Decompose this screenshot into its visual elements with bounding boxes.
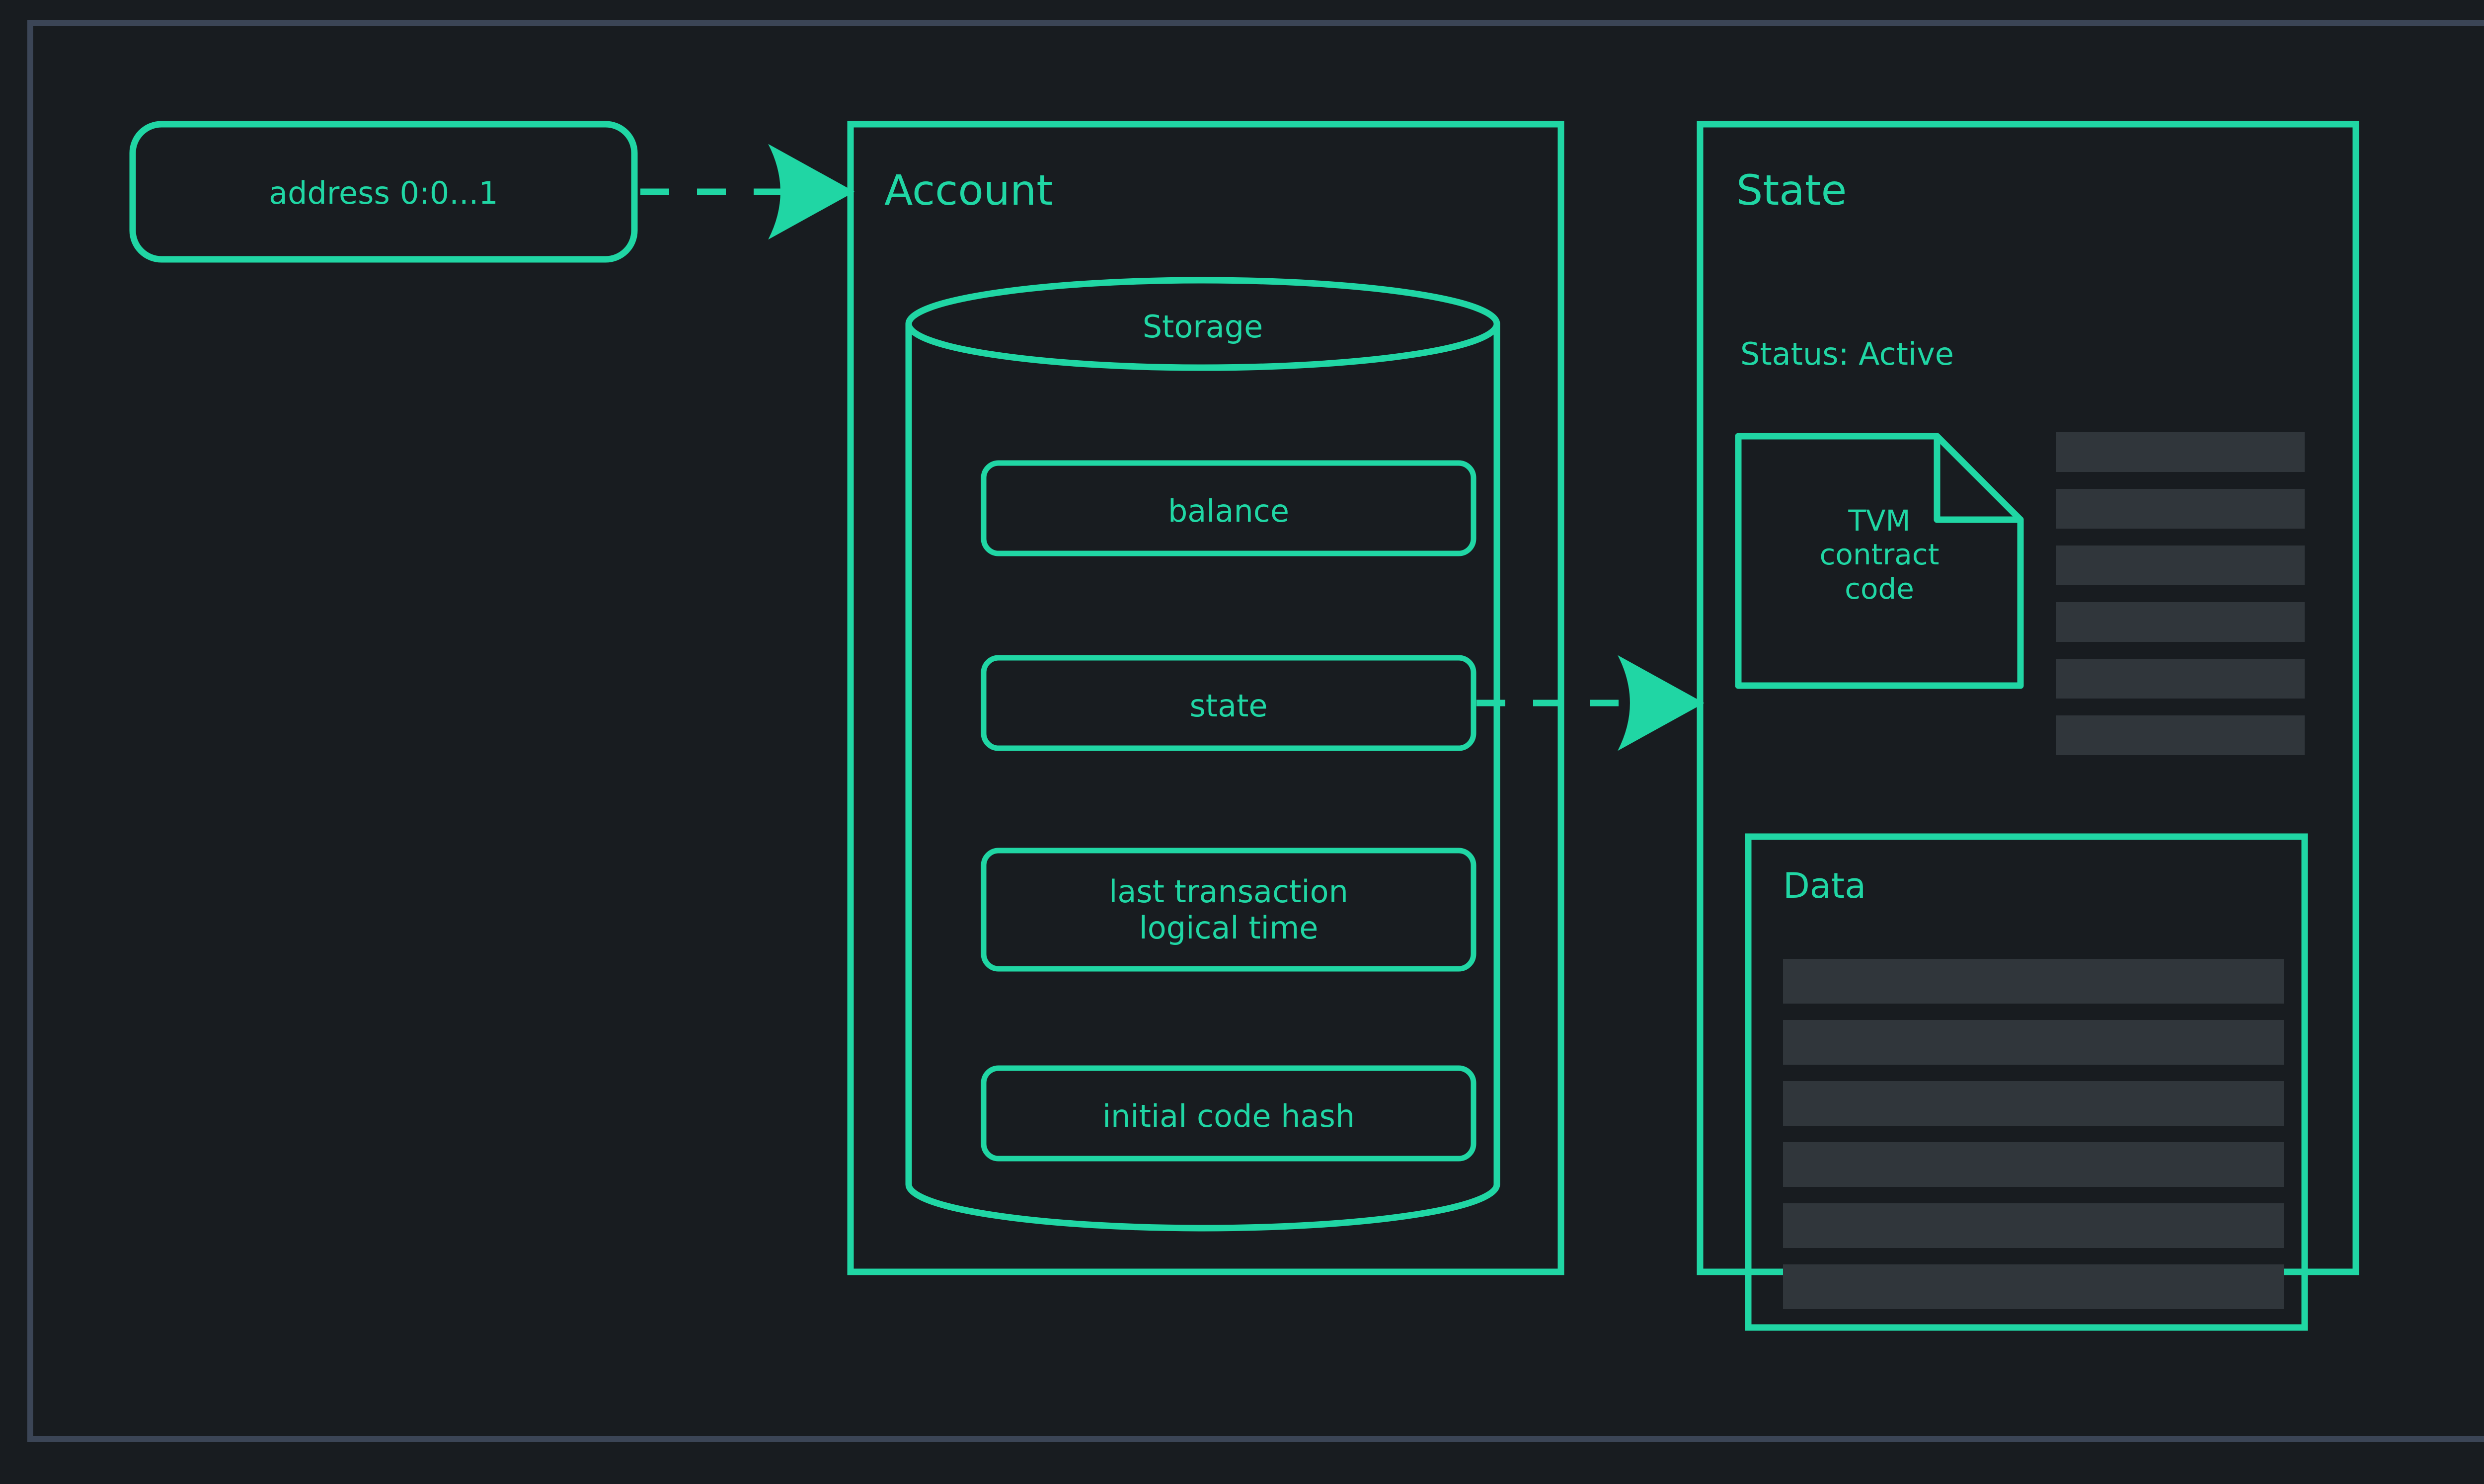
data-bar: [1783, 959, 2284, 1004]
storage-cylinder-label: Storage: [1142, 309, 1263, 345]
code-placeholder-bars: [2056, 432, 2305, 755]
state-status-label: Status: Active: [1740, 336, 1954, 372]
storage-item-balance-label[interactable]: balance: [1167, 493, 1290, 529]
account-container-title: Account: [884, 166, 1053, 215]
tvm-contract-code-doc-label[interactable]: TVM contract code: [1819, 504, 1940, 606]
data-panel-title: Data: [1783, 865, 1866, 906]
address-node-label[interactable]: address 0:0...1: [269, 175, 498, 211]
data-placeholder-bars: [1783, 959, 2284, 1309]
data-bar: [1783, 1020, 2284, 1065]
code-bar: [2056, 432, 2305, 472]
code-bar: [2056, 715, 2305, 755]
data-bar: [1783, 1203, 2284, 1248]
code-bar: [2056, 602, 2305, 642]
diagram-canvas: Account --> State -->: [27, 20, 2484, 1442]
code-bar: [2056, 659, 2305, 699]
data-panel-shape[interactable]: [1745, 833, 2308, 1331]
data-bar: [1783, 1142, 2284, 1187]
storage-item-state-label[interactable]: state: [1189, 688, 1268, 724]
storage-item-last-transaction-logical-time-label[interactable]: last transaction logical time: [1109, 873, 1348, 946]
diagram-stage: Account --> State -->: [33, 26, 2484, 1448]
data-bar: [1783, 1264, 2284, 1309]
data-bar: [1783, 1081, 2284, 1126]
storage-cylinder-shape[interactable]: [905, 277, 1500, 1232]
diagram-shapes: Account --> State -->: [129, 121, 2359, 1331]
state-container-shape[interactable]: [1697, 121, 2359, 1275]
code-bar: [2056, 489, 2305, 529]
code-bar: [2056, 546, 2305, 585]
state-container-title: State: [1736, 166, 1847, 215]
storage-item-initial-code-hash-label[interactable]: initial code hash: [1102, 1098, 1355, 1134]
